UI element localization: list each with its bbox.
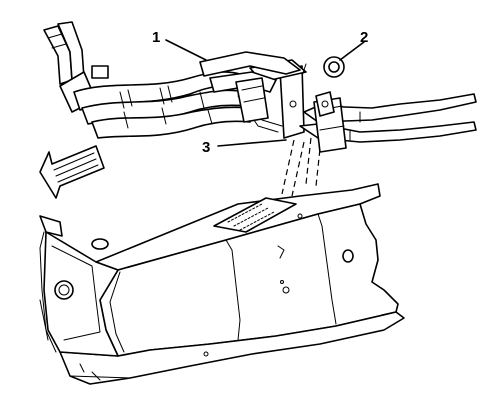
- nut-part-2: [323, 56, 345, 78]
- screw-mark: [301, 63, 307, 77]
- hose-bundle: [43, 21, 301, 139]
- bolt-guide-lines: [281, 127, 323, 197]
- front-direction-arrow-icon: [39, 145, 105, 199]
- callout-1-label: 1: [152, 29, 160, 46]
- frame-label-plate: [213, 197, 303, 233]
- brake-lines-right: [299, 91, 477, 153]
- callout-leaders: [165, 39, 365, 147]
- frame-rail: [39, 183, 405, 385]
- callout-3-label: 3: [202, 139, 210, 156]
- callout-2-label: 2: [360, 29, 368, 46]
